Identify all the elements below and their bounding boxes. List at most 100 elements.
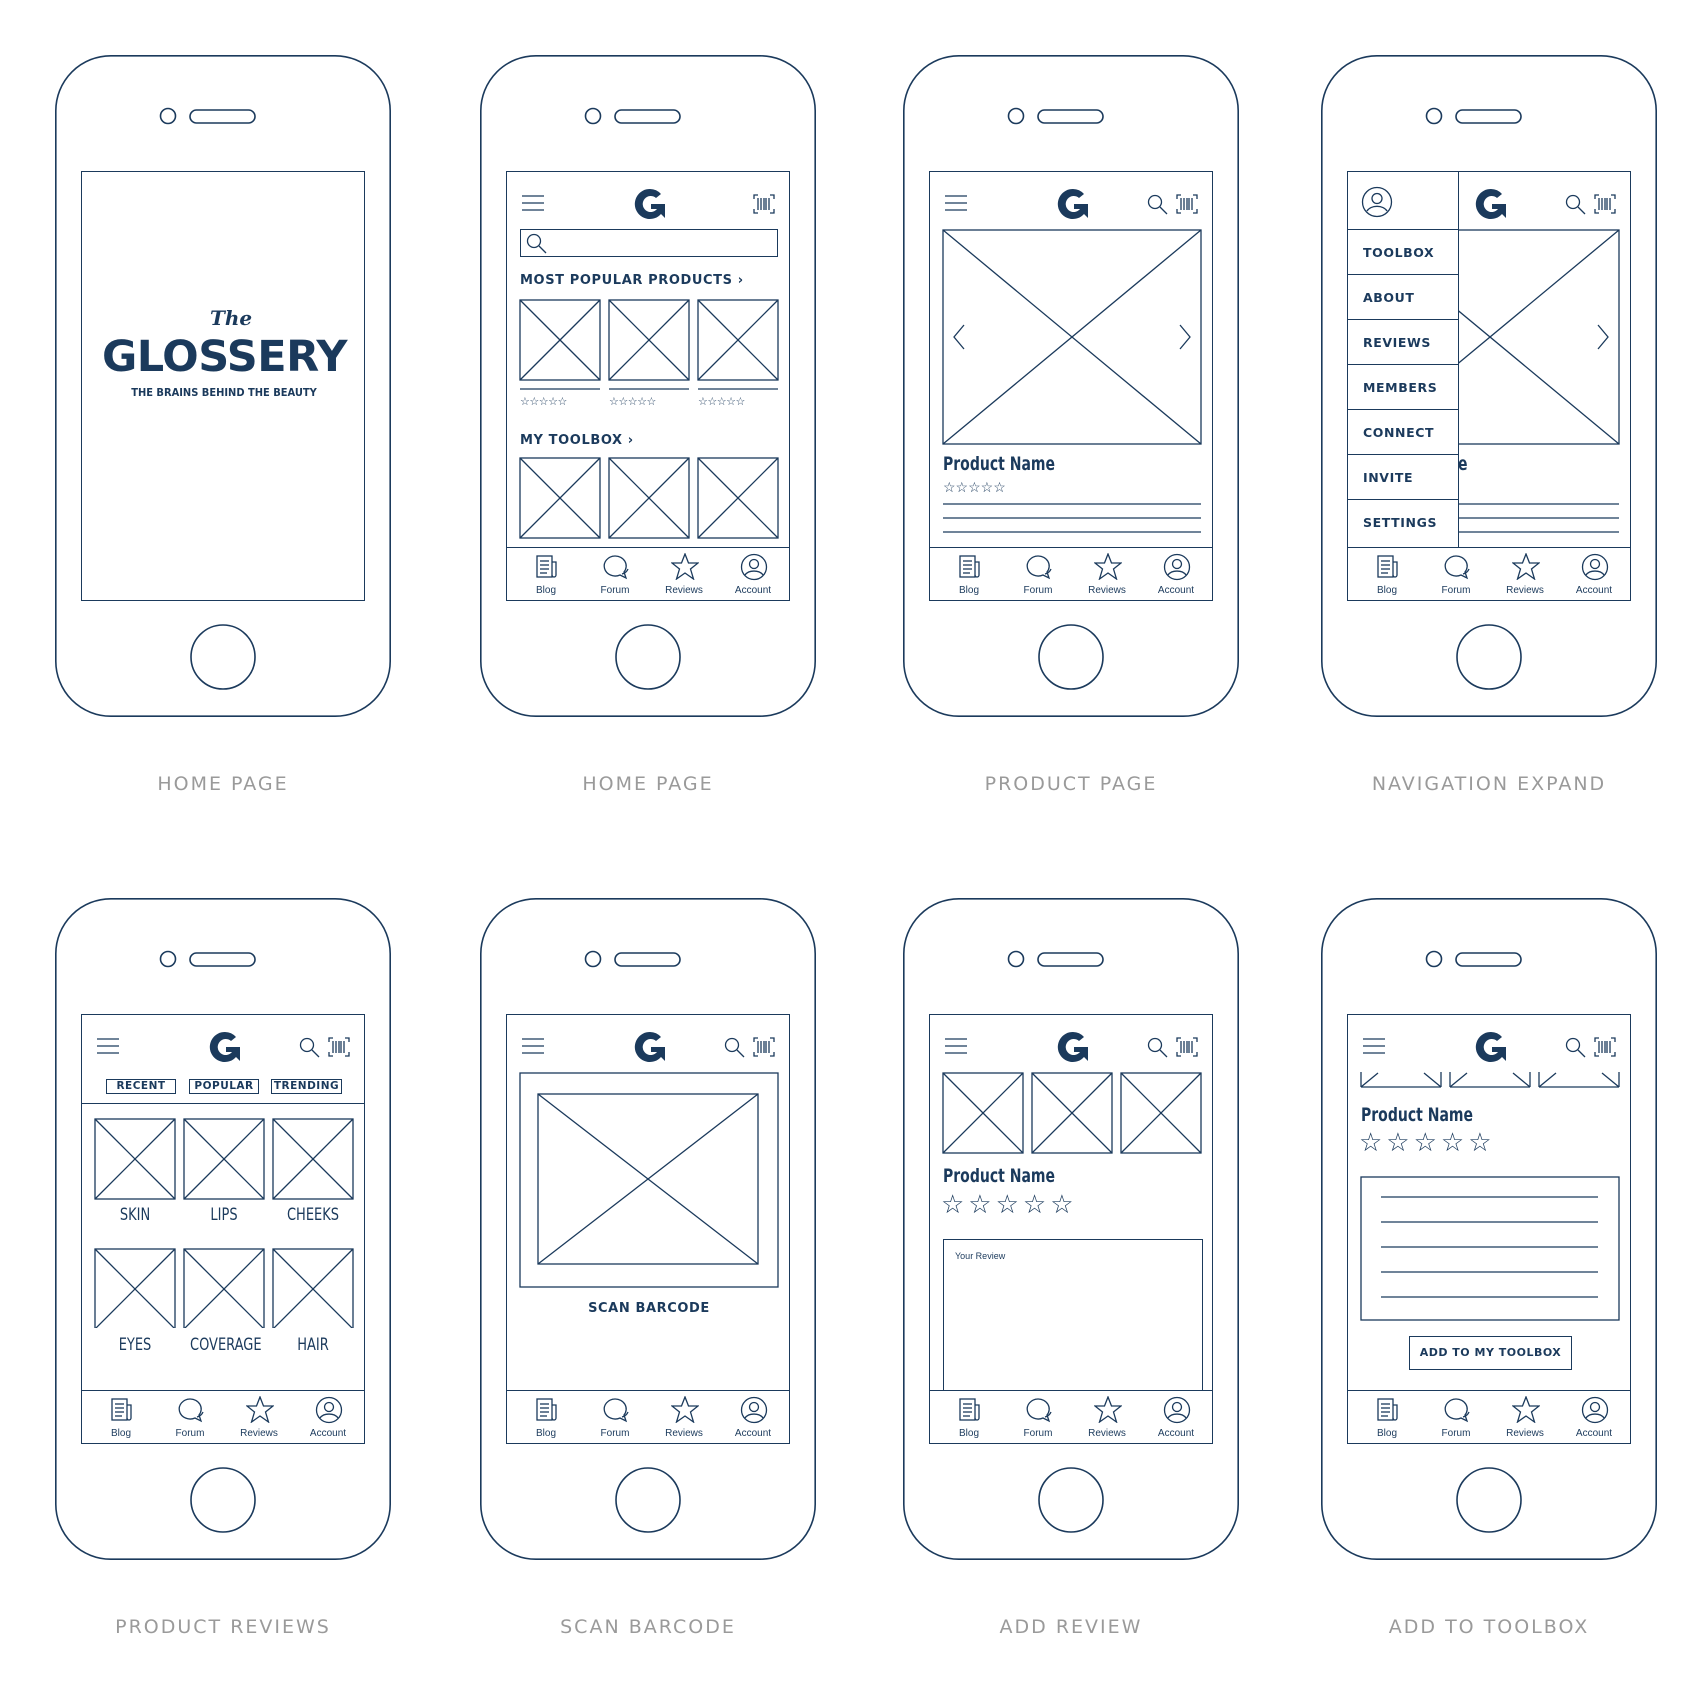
logo-g-icon[interactable] xyxy=(1474,1030,1508,1064)
barcode-icon[interactable] xyxy=(328,1037,350,1057)
category-thumb[interactable] xyxy=(272,1248,354,1328)
product-thumb[interactable] xyxy=(1449,1072,1531,1088)
toolbox-thumb[interactable] xyxy=(519,457,601,539)
barcode-icon[interactable] xyxy=(1594,194,1616,214)
tab-forum[interactable]: Forum xyxy=(1421,1395,1491,1441)
logo-g-icon[interactable] xyxy=(633,1030,667,1064)
logo-g-icon[interactable] xyxy=(1474,187,1508,221)
menu-item-settings[interactable]: SETTINGS xyxy=(1363,515,1438,530)
category-thumb[interactable] xyxy=(183,1118,265,1200)
hamburger-icon[interactable] xyxy=(521,194,545,212)
filter-trending[interactable]: TRENDING xyxy=(271,1079,342,1094)
account-icon[interactable] xyxy=(1361,186,1393,218)
product-thumb[interactable] xyxy=(1120,1072,1202,1154)
category-thumb[interactable] xyxy=(272,1118,354,1200)
product-thumb[interactable] xyxy=(519,299,601,390)
menu-item-toolbox[interactable]: TOOLBOX xyxy=(1348,230,1458,275)
tab-account[interactable]: Account xyxy=(1141,552,1211,598)
menu-item-members[interactable]: MEMBERS xyxy=(1348,365,1458,410)
chevron-right-icon[interactable] xyxy=(1597,324,1609,350)
search-icon[interactable] xyxy=(1565,194,1587,216)
phone-product-reviews: RECENT POPULAR TRENDING SKIN LIPS CHEEKS… xyxy=(55,898,391,1638)
tab-account[interactable]: Account xyxy=(1559,552,1629,598)
tab-reviews[interactable]: Reviews xyxy=(224,1395,294,1441)
tab-forum[interactable]: Forum xyxy=(1003,552,1073,598)
search-icon[interactable] xyxy=(1565,1037,1587,1059)
category-thumb[interactable] xyxy=(94,1118,176,1200)
product-thumb[interactable] xyxy=(1538,1072,1620,1088)
barcode-icon[interactable] xyxy=(753,194,775,214)
product-thumb[interactable] xyxy=(1360,1072,1442,1088)
search-icon[interactable] xyxy=(724,1037,746,1059)
barcode-icon[interactable] xyxy=(1176,194,1198,214)
hamburger-icon[interactable] xyxy=(944,1037,968,1055)
tab-blog[interactable]: Blog xyxy=(511,1395,581,1441)
chevron-left-icon[interactable] xyxy=(953,324,965,350)
menu-item-connect[interactable]: CONNECT xyxy=(1348,410,1458,455)
barcode-icon[interactable] xyxy=(753,1037,775,1057)
review-textarea[interactable]: Your Review xyxy=(943,1239,1203,1399)
popular-products-grid xyxy=(519,299,779,390)
tab-blog[interactable]: Blog xyxy=(1352,1395,1422,1441)
notes-box[interactable] xyxy=(1360,1176,1622,1322)
tab-account[interactable]: Account xyxy=(718,1395,788,1441)
image-carousel[interactable] xyxy=(942,229,1204,447)
tab-forum[interactable]: Forum xyxy=(155,1395,225,1441)
product-thumb[interactable] xyxy=(608,299,690,390)
tab-account[interactable]: Account xyxy=(1141,1395,1211,1441)
tab-blog[interactable]: Blog xyxy=(511,552,581,598)
tab-forum[interactable]: Forum xyxy=(1421,552,1491,598)
rating-stars[interactable]: ☆☆☆☆☆ xyxy=(943,479,1006,495)
tab-reviews[interactable]: Reviews xyxy=(649,552,719,598)
tab-blog[interactable]: Blog xyxy=(86,1395,156,1441)
logo-g-icon[interactable] xyxy=(1056,187,1090,221)
search-icon[interactable] xyxy=(1147,194,1169,216)
tab-account[interactable]: Account xyxy=(1559,1395,1629,1441)
product-thumb[interactable] xyxy=(697,299,779,390)
rating-input[interactable]: ☆☆☆☆☆ xyxy=(941,1189,1078,1219)
filter-recent[interactable]: RECENT xyxy=(106,1079,176,1094)
search-input[interactable] xyxy=(520,229,778,257)
search-icon[interactable] xyxy=(299,1037,321,1059)
tab-reviews[interactable]: Reviews xyxy=(1072,552,1142,598)
tab-reviews[interactable]: Reviews xyxy=(1490,552,1560,598)
hamburger-icon[interactable] xyxy=(1362,1037,1386,1055)
tab-blog[interactable]: Blog xyxy=(934,552,1004,598)
search-icon[interactable] xyxy=(1147,1037,1169,1059)
toolbox-thumb[interactable] xyxy=(608,457,690,539)
filter-popular[interactable]: POPULAR xyxy=(189,1079,259,1094)
tab-label: Blog xyxy=(958,1428,979,1439)
tab-reviews[interactable]: Reviews xyxy=(649,1395,719,1441)
tab-forum[interactable]: Forum xyxy=(1003,1395,1073,1441)
popular-heading[interactable]: MOST POPULAR PRODUCTS › xyxy=(520,273,744,288)
hamburger-icon[interactable] xyxy=(944,194,968,212)
barcode-icon[interactable] xyxy=(1176,1037,1198,1057)
tab-forum[interactable]: Forum xyxy=(580,552,650,598)
product-thumb[interactable] xyxy=(942,1072,1024,1154)
product-thumb[interactable] xyxy=(1031,1072,1113,1154)
logo-g-icon[interactable] xyxy=(1056,1030,1090,1064)
category-thumb[interactable] xyxy=(183,1248,265,1328)
tab-account[interactable]: Account xyxy=(718,552,788,598)
tab-reviews[interactable]: Reviews xyxy=(1072,1395,1142,1441)
logo-g-icon[interactable] xyxy=(208,1030,242,1064)
rating-input[interactable]: ☆☆☆☆☆ xyxy=(1359,1127,1496,1157)
add-to-toolbox-button[interactable]: ADD TO MY TOOLBOX xyxy=(1409,1336,1572,1370)
menu-item-reviews[interactable]: REVIEWS xyxy=(1348,320,1458,365)
toolbox-heading[interactable]: MY TOOLBOX › xyxy=(520,433,634,448)
tab-blog[interactable]: Blog xyxy=(1352,552,1422,598)
menu-item-invite[interactable]: INVITE xyxy=(1348,455,1458,500)
toolbox-thumb[interactable] xyxy=(697,457,779,539)
hamburger-icon[interactable] xyxy=(96,1037,120,1055)
tab-forum[interactable]: Forum xyxy=(580,1395,650,1441)
barcode-icon[interactable] xyxy=(1594,1037,1616,1057)
chevron-right-icon[interactable] xyxy=(1179,324,1191,350)
tab-reviews[interactable]: Reviews xyxy=(1490,1395,1560,1441)
category-thumb[interactable] xyxy=(94,1248,176,1328)
tab-blog[interactable]: Blog xyxy=(934,1395,1004,1441)
logo-g-icon[interactable] xyxy=(633,187,667,221)
hamburger-icon[interactable] xyxy=(521,1037,545,1055)
menu-item-about[interactable]: ABOUT xyxy=(1348,275,1458,320)
camera-viewfinder[interactable] xyxy=(519,1072,781,1290)
tab-account[interactable]: Account xyxy=(293,1395,363,1441)
